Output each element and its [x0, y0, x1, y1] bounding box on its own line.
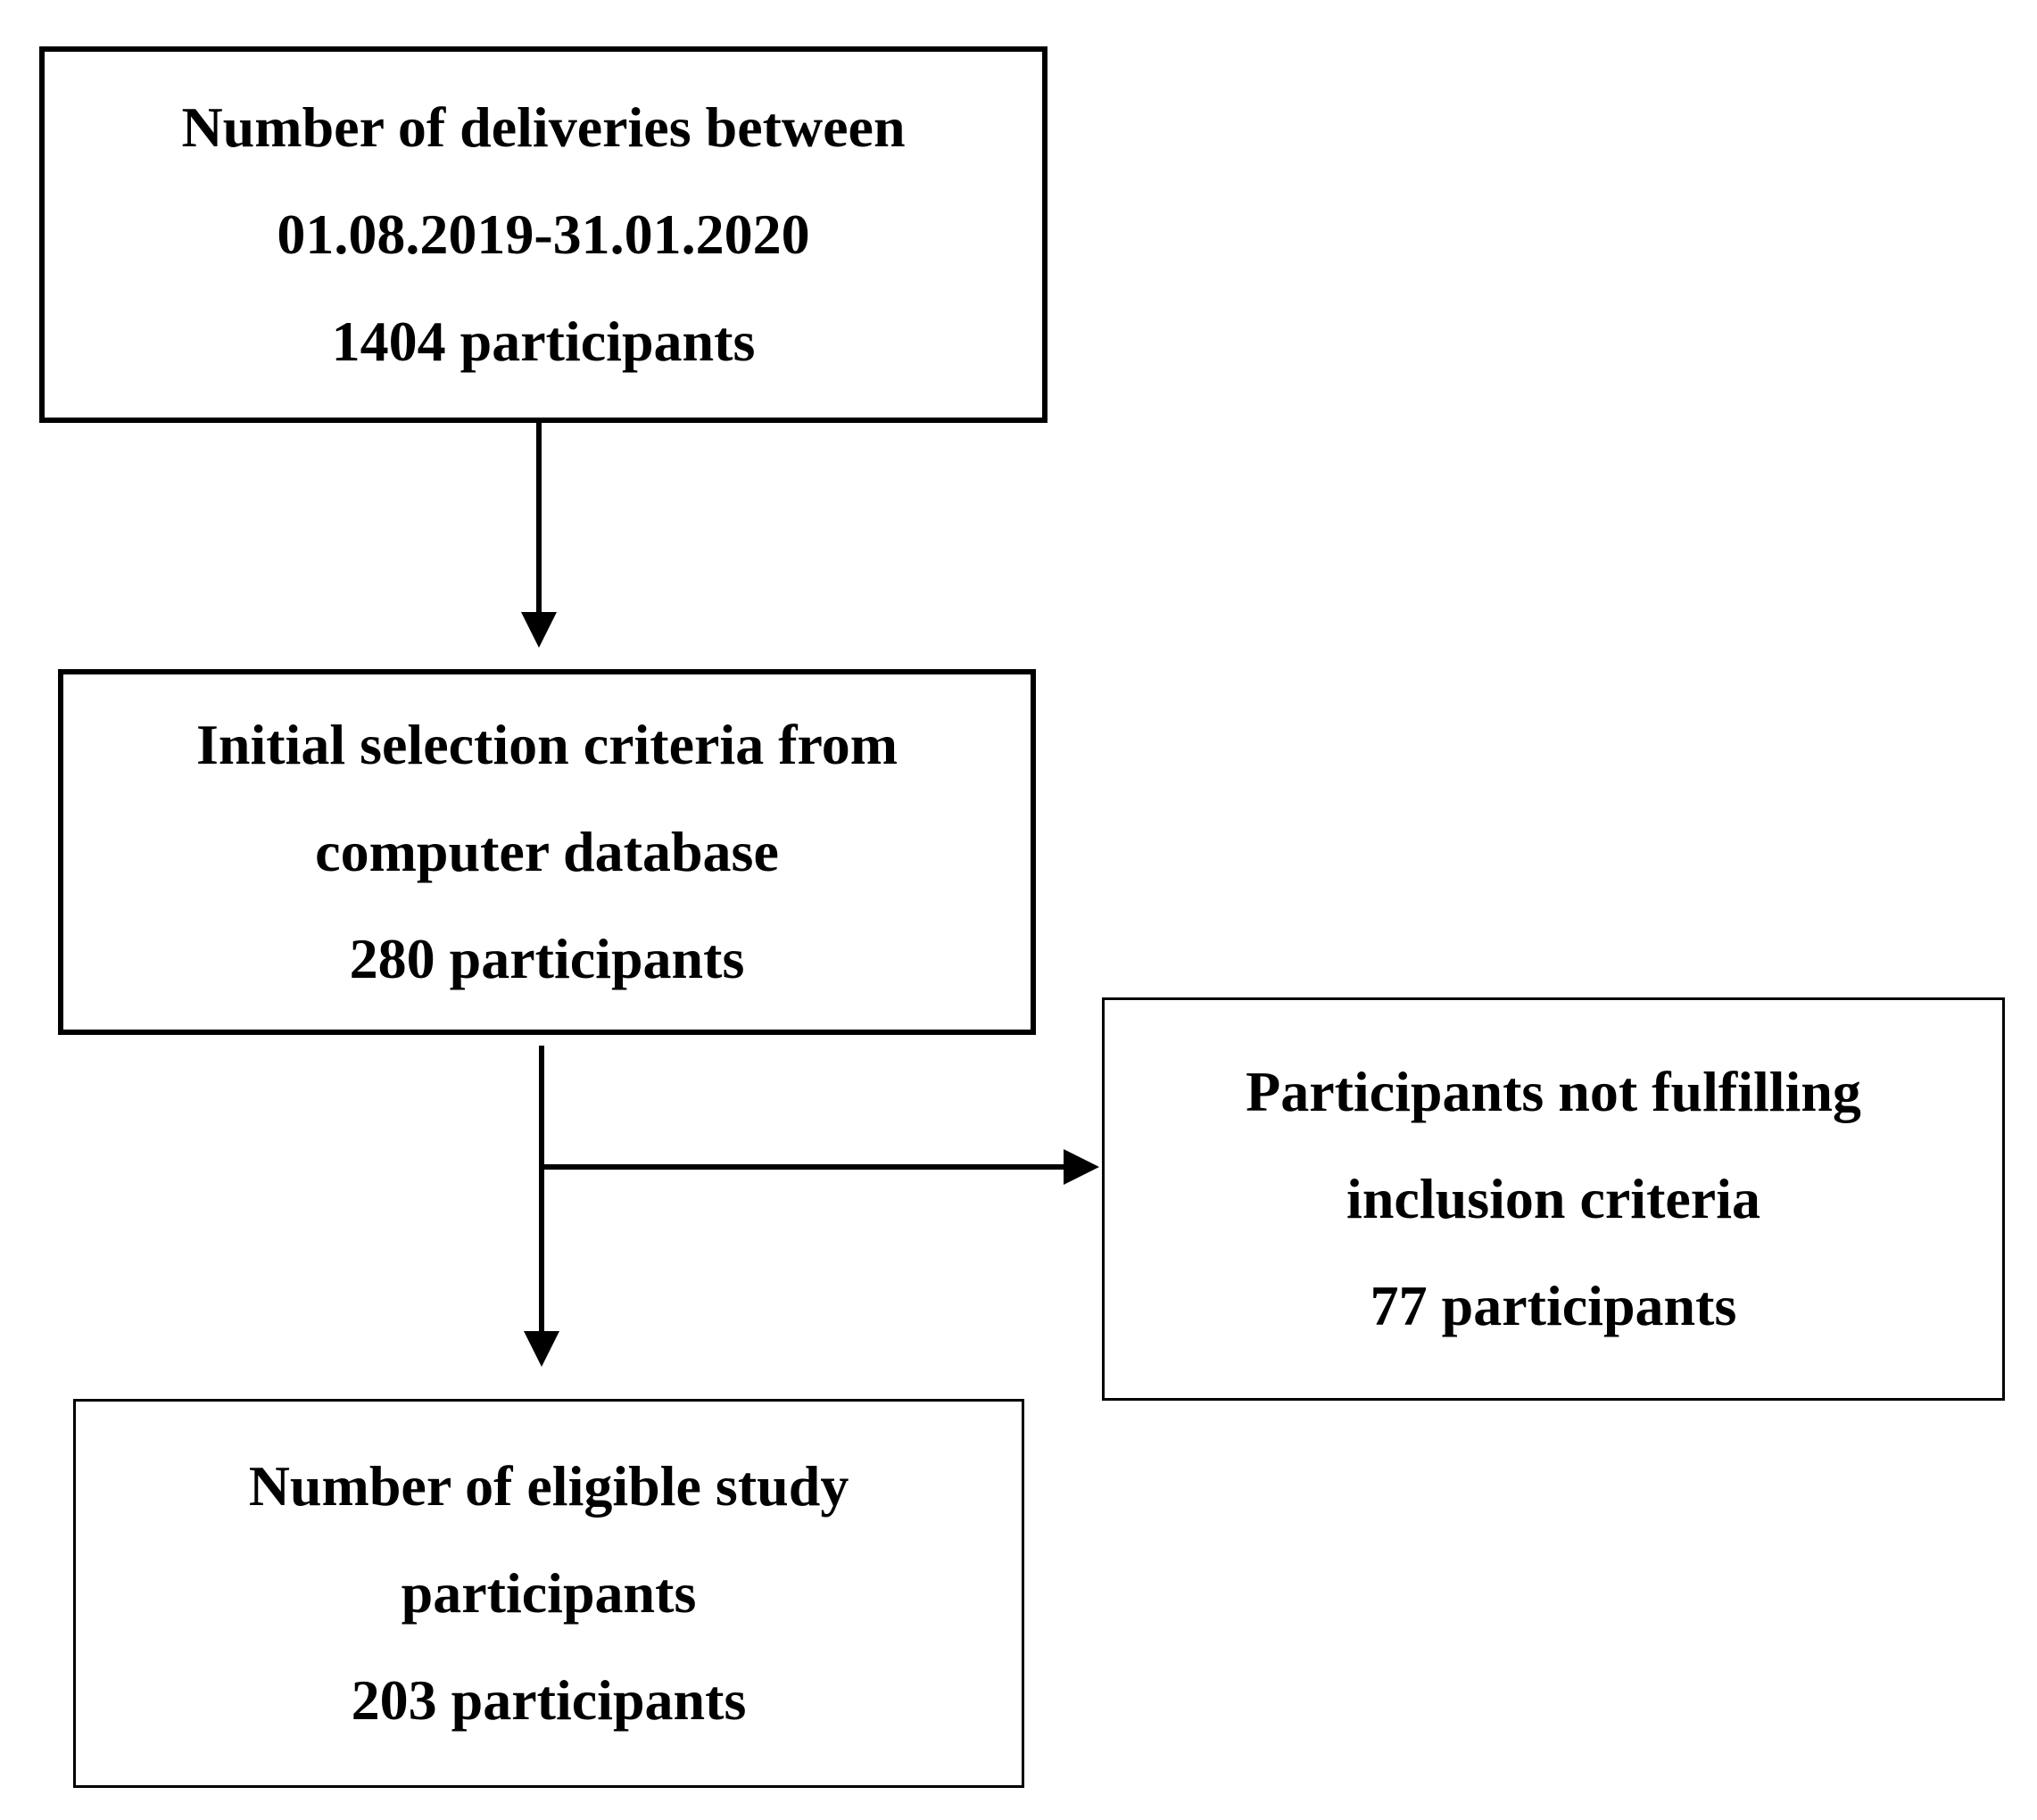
initial-selection-box: Initial selection criteria from computer…	[58, 669, 1036, 1035]
arrowhead-right-icon	[1064, 1149, 1099, 1185]
excluded-box-line-1: Participants not fulfilling	[1246, 1060, 1861, 1123]
eligible-box-line-1: Number of eligible study	[248, 1454, 849, 1518]
eligible-box-line-2: participants	[401, 1561, 697, 1625]
eligible-participants-box: Number of eligible study participants 20…	[73, 1399, 1024, 1788]
excluded-box-line-3: 77 participants	[1370, 1274, 1737, 1337]
initial-selection-box-line-1: Initial selection criteria from	[195, 713, 898, 776]
excluded-box-line-2: inclusion criteria	[1346, 1167, 1760, 1230]
deliveries-box-line-2: 01.08.2019-31.01.2020	[277, 203, 810, 266]
eligible-box-line-3: 203 participants	[351, 1668, 747, 1732]
arrowhead-down-icon	[521, 612, 557, 648]
deliveries-box: Number of deliveries between 01.08.2019-…	[39, 46, 1047, 423]
deliveries-box-line-3: 1404 participants	[331, 310, 756, 373]
initial-selection-box-line-3: 280 participants	[349, 927, 745, 990]
initial-selection-box-line-2: computer database	[315, 820, 779, 883]
arrowhead-down-icon	[524, 1331, 559, 1367]
deliveries-box-line-1: Number of deliveries between	[181, 95, 906, 159]
excluded-participants-box: Participants not fulfilling inclusion cr…	[1102, 997, 2005, 1401]
